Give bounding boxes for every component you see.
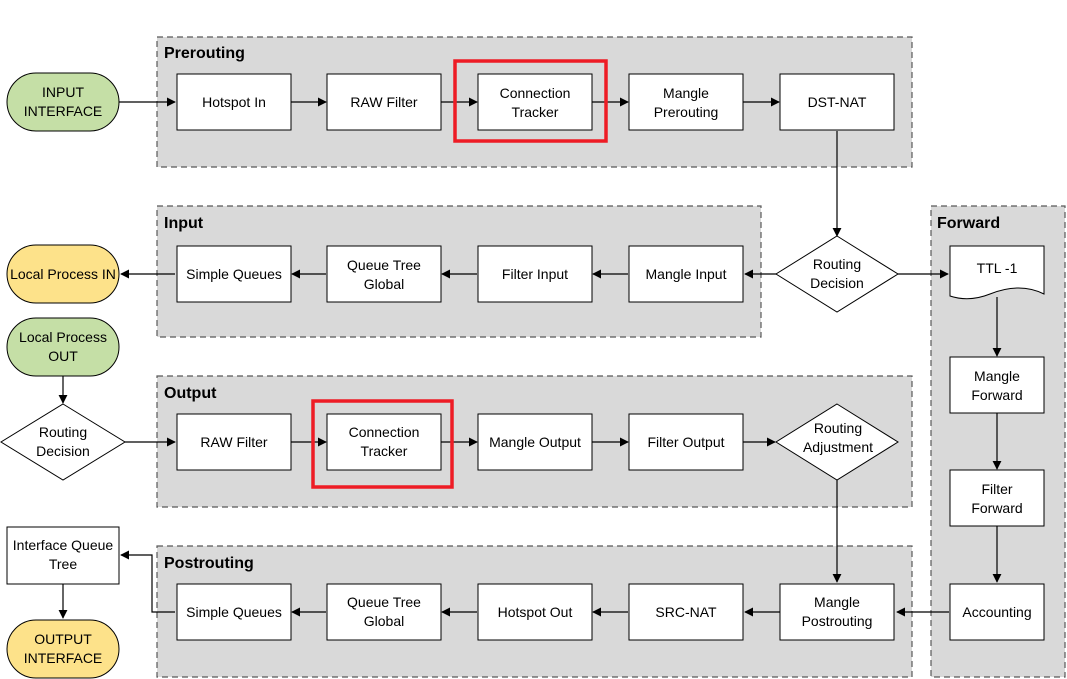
diamond-label: Routing [39,424,87,440]
box-label: Forward [971,500,1022,516]
src-nat-box: SRC-NAT [628,583,744,641]
box-label: Tree [49,556,77,572]
box-label: RAW Filter [350,94,417,110]
box-label: Global [364,613,404,629]
box-label: SRC-NAT [655,604,717,620]
terminal-label: INPUT [42,84,84,100]
box-label: Mangle Input [646,266,727,282]
box-label: Mangle [663,85,709,101]
box-label: Postrouting [802,613,873,629]
terminal-label: OUTPUT [34,631,92,647]
input-simple-queues-box: Simple Queues [176,245,292,303]
postrouting-title: Postrouting [164,555,254,572]
output-raw-filter-box: RAW Filter [176,413,292,471]
accounting-box: Accounting [949,583,1045,641]
output-interface-terminal: OUTPUT INTERFACE [6,619,120,679]
connection-tracker-highlight [453,59,608,143]
terminal-label: INTERFACE [24,103,103,119]
box-label: Accounting [962,604,1031,620]
box-label: Prerouting [654,104,719,120]
box-label: Mangle [974,368,1020,384]
input-title: Input [164,215,204,232]
box-label: TTL -1 [977,260,1018,276]
diamond-label: Decision [810,275,864,291]
input-interface-terminal: INPUT INTERFACE [6,72,120,132]
diamond-label: Routing [813,256,861,272]
box-label: Connection [349,424,420,440]
box-label: DST-NAT [808,94,867,110]
output-connection-tracker-box: Connection Tracker [326,413,442,471]
hotspot-out-box: Hotspot Out [477,583,593,641]
box-label: Tracker [512,104,559,120]
mangle-output-box: Mangle Output [477,413,593,471]
routing-decision-out-diamond: Routing Decision [0,403,126,481]
box-label: Interface Queue [13,537,114,553]
box-label: Simple Queues [186,266,282,282]
prerouting-title: Prerouting [164,45,245,62]
box-label: Forward [971,387,1022,403]
dst-nat-box: DST-NAT [779,73,895,131]
box-label: Hotspot Out [498,604,573,620]
local-process-out-terminal: Local Process OUT [6,317,120,377]
box-label: RAW Filter [200,434,267,450]
output-title: Output [164,385,217,402]
box-label: Queue Tree [347,257,421,273]
box-label: Hotspot In [202,94,266,110]
input-queue-tree-global-box: Queue Tree Global [326,245,442,303]
postrouting-simple-queues-box: Simple Queues [176,583,292,641]
box-label: Tracker [361,443,408,459]
terminal-label: Local Process IN [10,266,116,282]
filter-forward-box: Filter Forward [949,469,1045,527]
box-label: Global [364,276,404,292]
box-label: Filter Input [502,266,568,282]
mangle-postrouting-box: Mangle Postrouting [779,583,895,641]
terminal-label: INTERFACE [24,650,103,666]
filter-output-box: Filter Output [628,413,744,471]
mangle-forward-box: Mangle Forward [949,356,1045,414]
mangle-prerouting-box: Mangle Prerouting [628,73,744,131]
ttl-document-shape: TTL -1 [949,245,1045,300]
hotspot-in-box: Hotspot In [176,73,292,131]
terminal-label: OUT [48,348,78,364]
box-label: Simple Queues [186,604,282,620]
routing-decision-diamond: Routing Decision [775,235,899,313]
interface-queue-tree-box: Interface Queue Tree [6,526,120,585]
forward-title: Forward [937,215,1000,232]
raw-filter-box: RAW Filter [326,73,442,131]
local-process-in-terminal: Local Process IN [6,244,120,304]
diamond-label: Adjustment [803,439,873,455]
mangle-input-box: Mangle Input [628,245,744,303]
box-label: Connection [500,85,571,101]
postrouting-queue-tree-global-box: Queue Tree Global [326,583,442,641]
connectors [58,97,1002,619]
output-connection-tracker-highlight [311,399,454,489]
diamond-label: Decision [36,443,90,459]
box-label: Mangle Output [489,434,581,450]
routing-adjustment-diamond: Routing Adjustment [775,403,899,481]
filter-input-box: Filter Input [477,245,593,303]
box-label: Queue Tree [347,594,421,610]
diamond-label: Routing [814,420,862,436]
box-label: Filter Output [647,434,724,450]
box-label: Filter [981,481,1012,497]
box-label: Mangle [814,594,860,610]
connector [120,550,175,613]
connection-tracker-box: Connection Tracker [477,73,593,131]
terminal-label: Local Process [19,329,107,345]
